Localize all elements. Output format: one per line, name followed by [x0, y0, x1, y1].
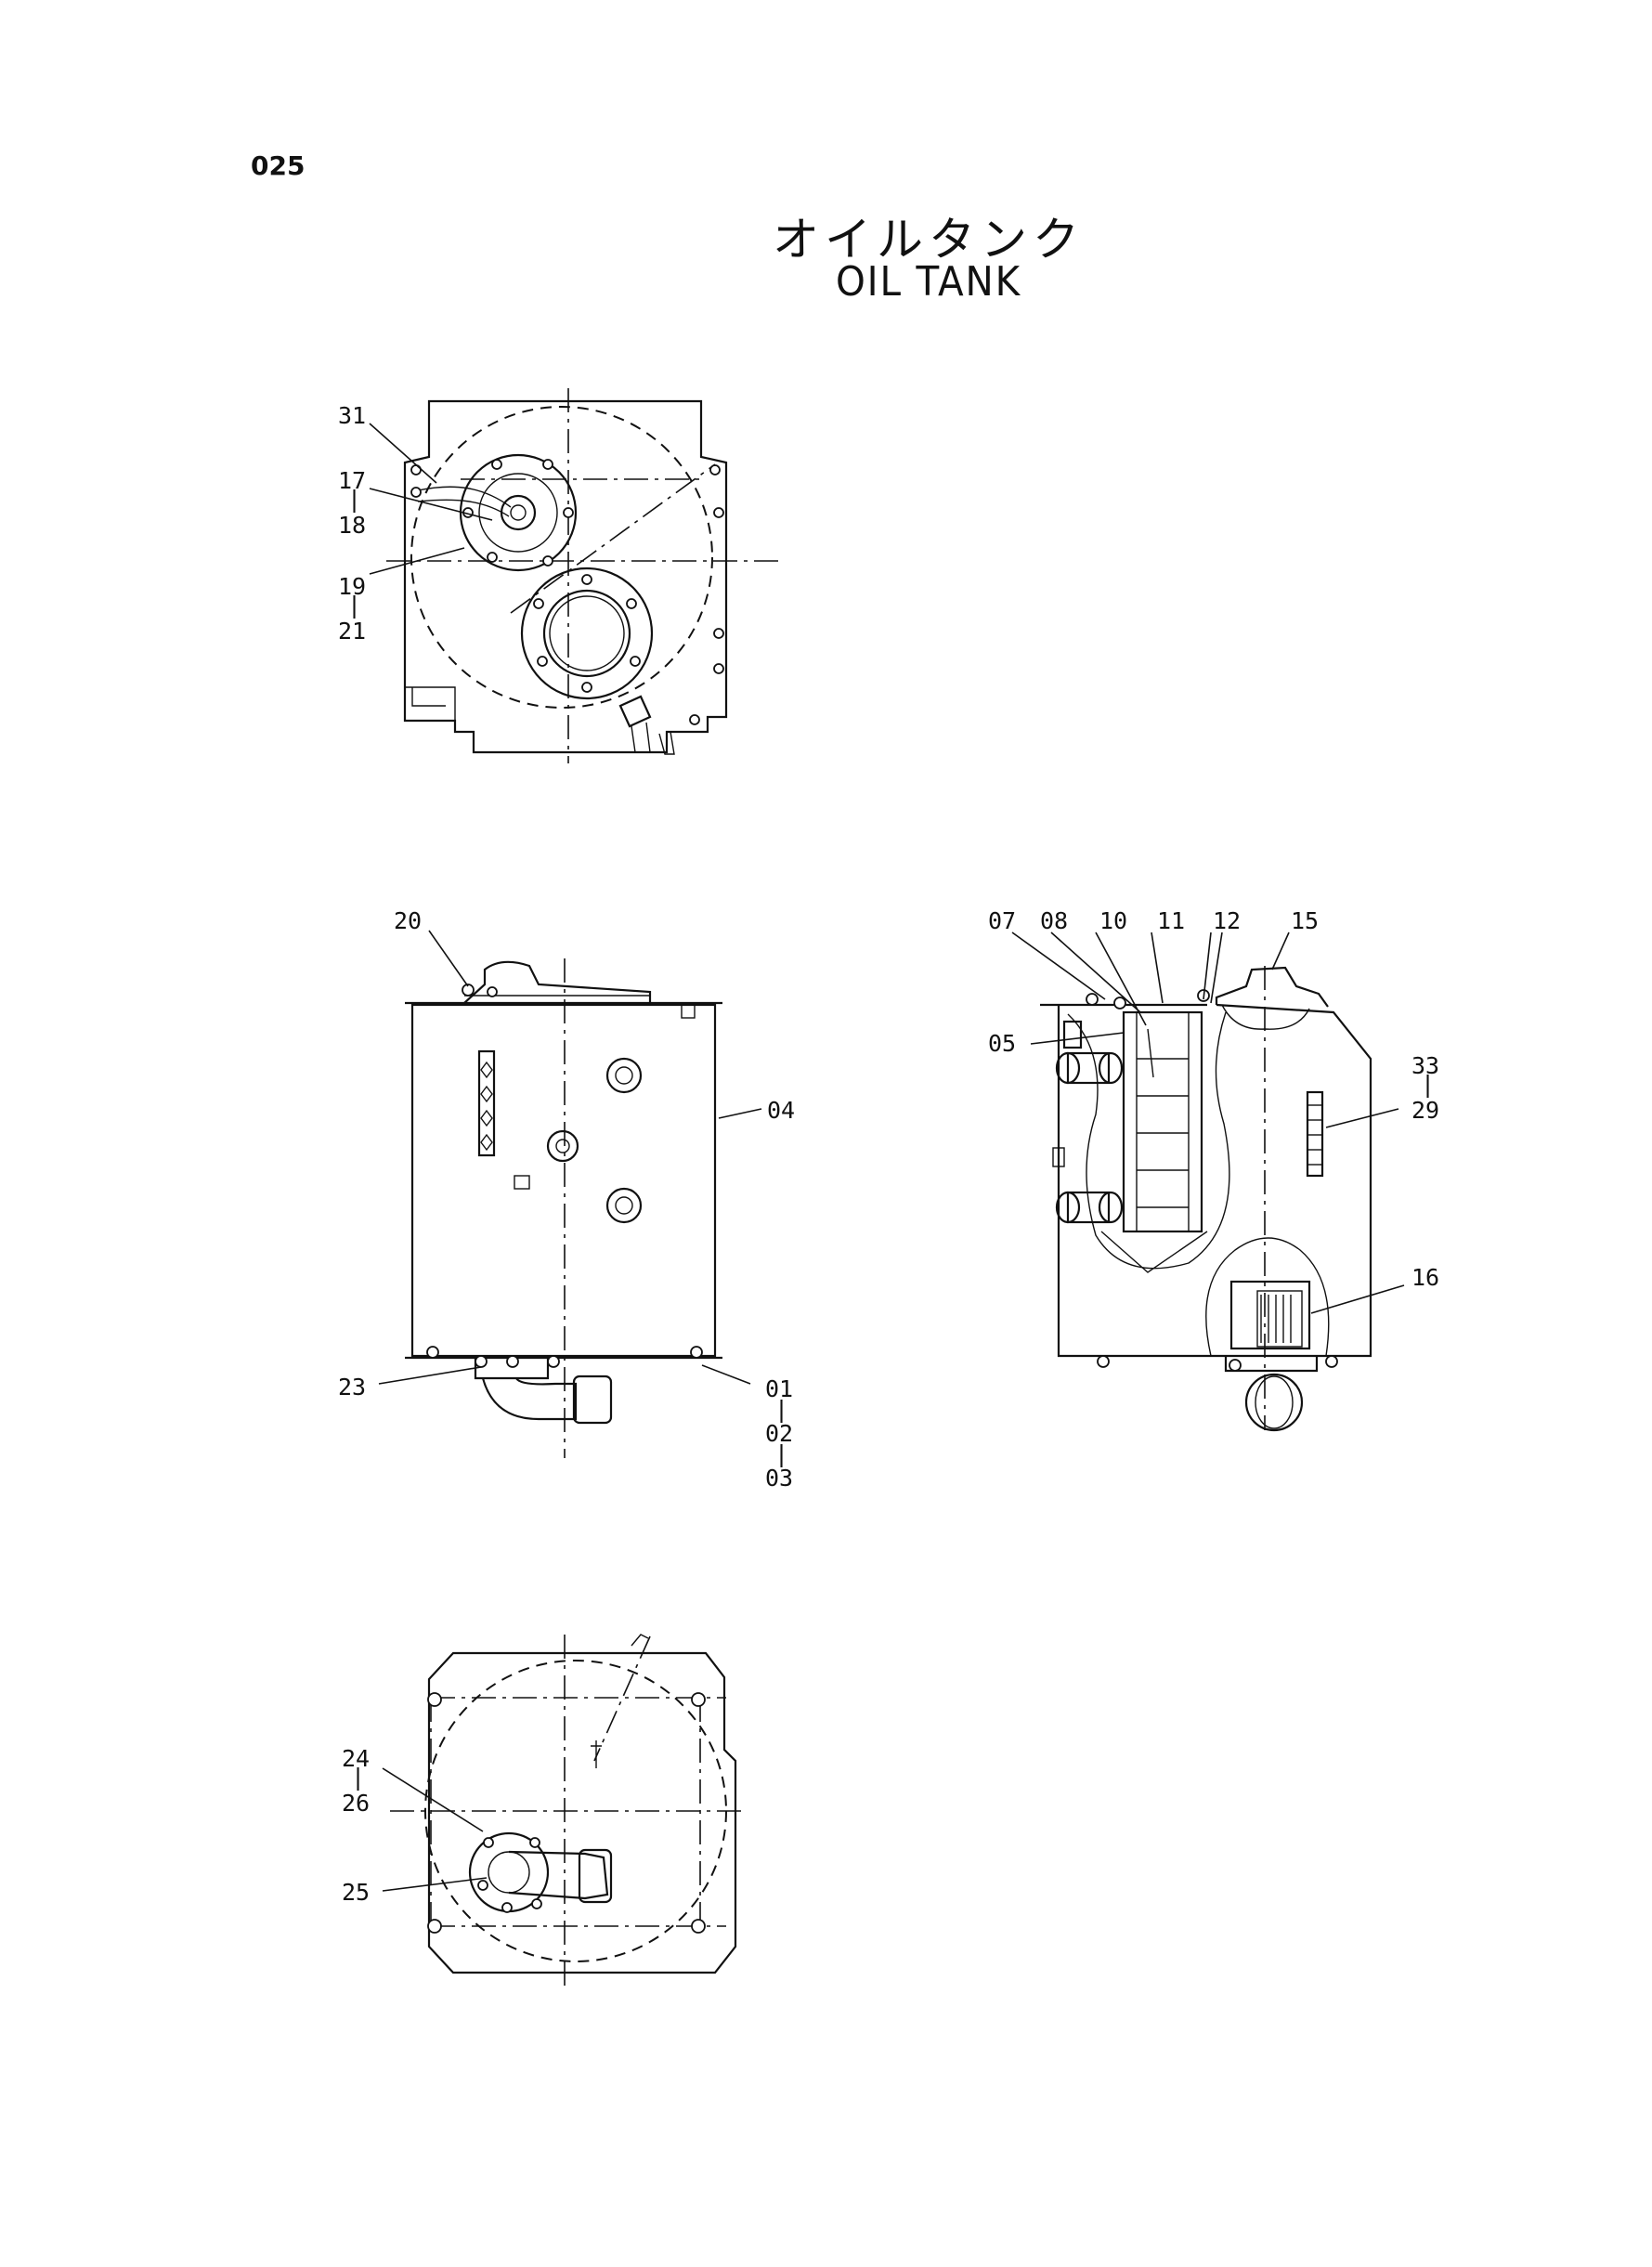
callout-15: 15 [1291, 907, 1319, 934]
callout-03: 03 [765, 1465, 793, 1492]
bottom-view-outline [427, 1651, 737, 1974]
top-view-breather [618, 695, 652, 728]
callout-01-dash: | [774, 1396, 788, 1423]
callout-24-dash: | [351, 1764, 365, 1791]
callout-11: 11 [1157, 907, 1185, 934]
side-view [1011, 932, 1405, 1432]
callout-31: 31 [338, 402, 366, 429]
callout-25: 25 [342, 1879, 370, 1906]
callout-18: 18 [338, 512, 366, 539]
front-view-tank-body [410, 1003, 717, 1358]
side-view-breakout [1067, 1011, 1230, 1270]
callout-24: 24 [342, 1745, 370, 1772]
side-view-return-filter [1229, 1280, 1311, 1350]
callout-29: 29 [1411, 1097, 1439, 1124]
top-view-tab [405, 686, 456, 721]
callout-labels: 31 17 | 18 19 | 21 20 04 23 01 | 02 | 03… [338, 402, 1439, 1906]
callout-23: 23 [338, 1374, 366, 1401]
front-view-port-lower [605, 1187, 643, 1224]
front-view [378, 930, 762, 1458]
callout-02: 02 [765, 1420, 793, 1447]
side-view-level-gauge [1306, 1090, 1324, 1178]
front-view-suction-elbow [481, 1377, 578, 1421]
callout-16: 16 [1411, 1264, 1439, 1291]
callout-04: 04 [767, 1097, 795, 1124]
bottom-view [382, 1634, 747, 1987]
callout-33: 33 [1411, 1052, 1439, 1079]
callout-12: 12 [1213, 907, 1241, 934]
top-view-edge-bolts [410, 464, 724, 725]
callout-19: 19 [338, 573, 366, 600]
top-view-tank-circle [410, 406, 713, 709]
front-view-level-gauge [477, 1049, 496, 1157]
bottom-view-suction-pipe [508, 1850, 609, 1900]
callout-10: 10 [1099, 907, 1127, 934]
top-view-diagonal [510, 463, 716, 614]
side-view-strainer [1122, 1010, 1203, 1233]
callout-26: 26 [342, 1790, 370, 1817]
top-view-cap-flange [459, 453, 578, 572]
top-view-cap-center [500, 494, 537, 531]
front-view-port-center [546, 1129, 579, 1163]
callout-08: 08 [1040, 907, 1068, 934]
top-view [369, 388, 782, 763]
top-view-flange-bolts [533, 574, 641, 693]
callout-33-dash: | [1421, 1071, 1435, 1098]
callout-21: 21 [338, 618, 366, 645]
title-english: OIL TANK [835, 258, 1022, 306]
title-japanese: オイルタンク [773, 213, 1085, 267]
callout-07: 07 [988, 907, 1016, 934]
top-view-cap-ring [478, 473, 558, 553]
callout-17: 17 [338, 467, 366, 494]
front-view-port-upper [605, 1057, 643, 1094]
callout-17-dash: | [347, 486, 361, 513]
top-view-outline [403, 399, 728, 754]
page-number: 025 [251, 150, 306, 181]
callout-02-dash: | [774, 1440, 788, 1467]
callout-20: 20 [394, 907, 422, 934]
callout-19-dash: | [347, 592, 361, 619]
side-view-tank-outline [1057, 1003, 1372, 1358]
side-view-suction-port [1244, 1373, 1304, 1432]
top-view-return-flange [520, 567, 654, 700]
top-view-return-port [542, 589, 631, 678]
top-view-tab-inner [411, 687, 446, 707]
top-view-cap-bolts [462, 459, 574, 567]
callout-05: 05 [988, 1030, 1016, 1057]
side-view-filler-cap [1215, 966, 1329, 1008]
bottom-view-corner-bolts [427, 1692, 706, 1934]
callout-01: 01 [765, 1375, 793, 1402]
front-view-filler [463, 960, 652, 1004]
